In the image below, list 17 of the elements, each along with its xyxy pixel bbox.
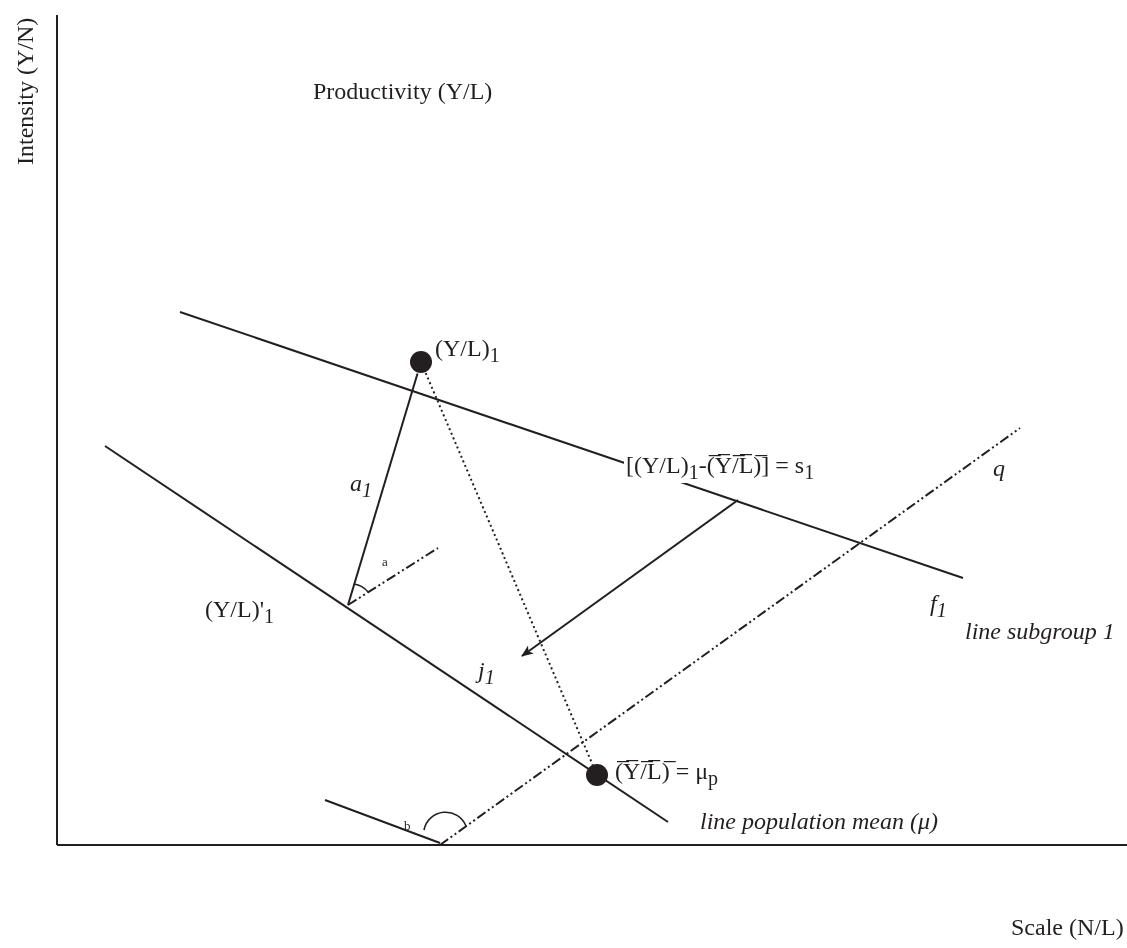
line-label: f$_{1}$ [930, 590, 947, 621]
point-label: (Y/L)$_{1}$ [435, 335, 500, 366]
line [347, 372, 419, 606]
line-label: q [993, 455, 1005, 482]
axis-label: Productivity (Y/L) [313, 78, 493, 105]
arrow [521, 499, 739, 657]
point-label: (̅Y̅/̅L̅)̅ = μ$_{p}$ [615, 758, 719, 789]
edge-label: a$_{1}$ [350, 470, 372, 501]
point-label: (Y/L)'$_{1}$ [205, 596, 274, 627]
angle-label: b [404, 819, 411, 834]
line-label: line subgroup 1 [965, 618, 1115, 645]
axis-label: Intensity (Y/N) [12, 17, 39, 165]
dotted-line [424, 372, 594, 766]
line-label: line population mean (μ) [700, 808, 938, 835]
angle-label: a [382, 555, 388, 570]
point-label: [(Y/L)$_{1}$-(̅Y̅/̅L̅)̅] = s$_{1}$ [624, 452, 817, 483]
axis-label: Scale (N/L) [1011, 914, 1124, 941]
